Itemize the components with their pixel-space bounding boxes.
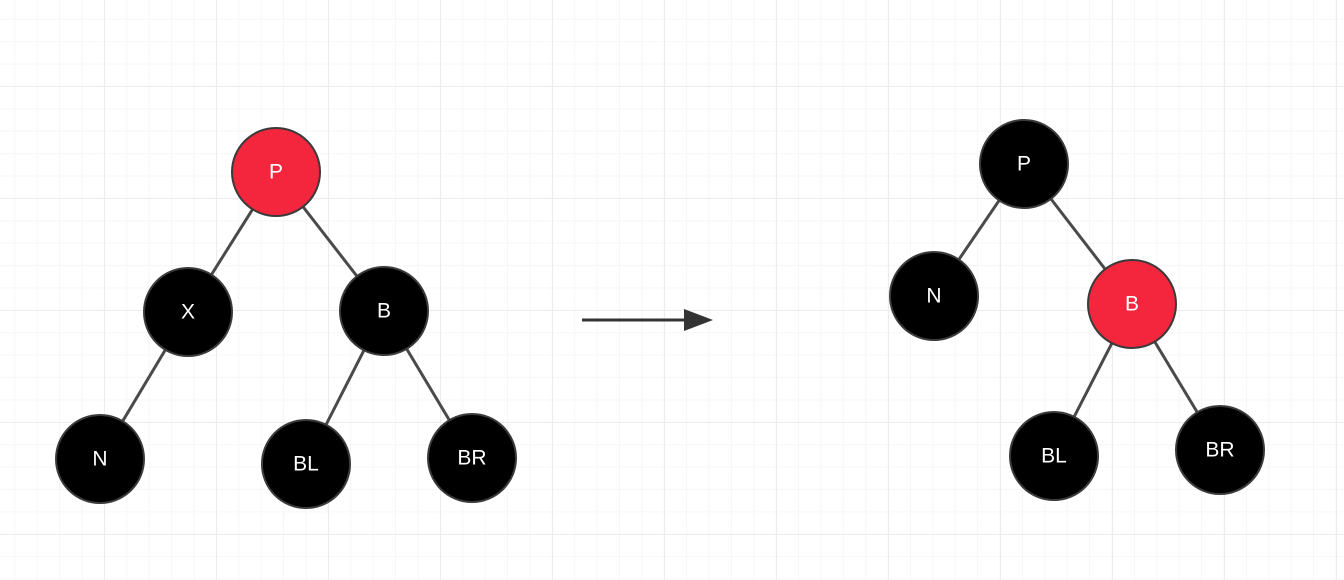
after-tree: P N B BL BR bbox=[889, 119, 1265, 501]
node-circle bbox=[979, 119, 1069, 209]
node-label: P bbox=[269, 161, 283, 184]
node-x: X bbox=[143, 267, 233, 357]
node-br: BR bbox=[427, 413, 517, 503]
node-n: N bbox=[889, 251, 979, 341]
before-tree: P X B N BL BR bbox=[55, 127, 517, 509]
node-circle bbox=[261, 419, 351, 509]
node-bl: BL bbox=[1009, 411, 1099, 501]
node-circle bbox=[1175, 405, 1265, 495]
node-circle bbox=[1087, 259, 1177, 349]
node-circle bbox=[339, 266, 429, 356]
node-label: BL bbox=[293, 453, 319, 476]
node-label: P bbox=[1017, 153, 1031, 176]
node-p: P bbox=[231, 127, 321, 217]
node-b: B bbox=[339, 266, 429, 356]
node-label: X bbox=[181, 301, 195, 324]
arrowhead-icon bbox=[684, 309, 713, 331]
node-label: N bbox=[926, 285, 941, 308]
node-circle bbox=[427, 413, 517, 503]
node-p: P bbox=[979, 119, 1069, 209]
node-circle bbox=[143, 267, 233, 357]
node-br: BR bbox=[1175, 405, 1265, 495]
node-circle bbox=[1009, 411, 1099, 501]
node-circle bbox=[55, 414, 145, 504]
transition-arrow bbox=[582, 309, 713, 331]
node-circle bbox=[889, 251, 979, 341]
node-label: BR bbox=[1205, 439, 1234, 462]
node-label: BR bbox=[457, 447, 486, 470]
node-circle bbox=[231, 127, 321, 217]
node-label: N bbox=[92, 448, 107, 471]
node-label: BL bbox=[1041, 445, 1067, 468]
node-bl: BL bbox=[261, 419, 351, 509]
node-label: B bbox=[377, 300, 391, 323]
node-n: N bbox=[55, 414, 145, 504]
node-label: B bbox=[1125, 293, 1139, 316]
node-b: B bbox=[1087, 259, 1177, 349]
